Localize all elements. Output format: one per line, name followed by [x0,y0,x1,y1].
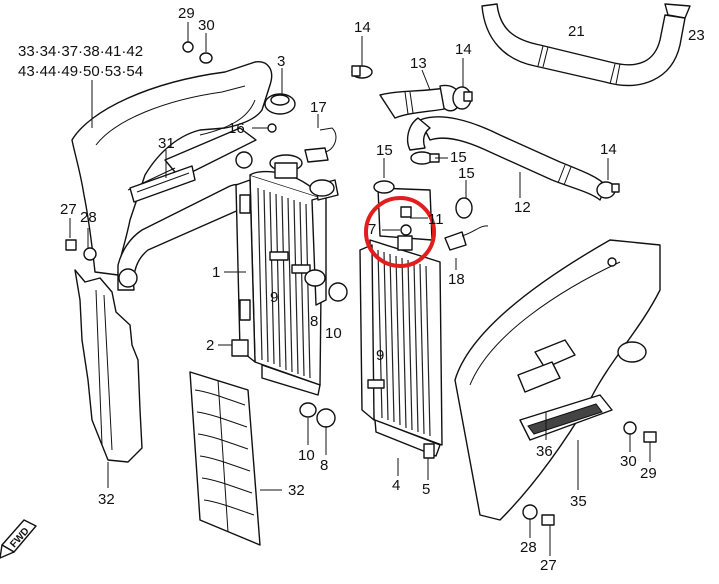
callout-10-b: 10 [298,447,315,464]
clamp-15-a [410,151,440,165]
callout-29-right: 29 [640,465,657,482]
grille-32-louvers [194,389,255,516]
callout-14-a: 14 [354,19,371,36]
callout-10-a: 10 [325,325,342,342]
callout-32-left: 32 [98,491,115,508]
callout-13: 13 [410,55,427,72]
callout-2: 2 [206,337,214,354]
guard-32-left [74,269,143,463]
callout-14-b: 14 [455,41,472,58]
callout-9-b: 9 [376,347,384,364]
radiator-right [359,180,443,457]
callout-29-top: 29 [178,5,195,22]
callout-30-right: 30 [620,453,637,470]
bolt-11 [397,206,413,251]
hardware-left-27-28 [65,239,97,261]
callout-8-a: 8 [310,313,318,330]
callout-11: 11 [428,211,444,228]
callout-labels: 29 30 33·34·37·38·41·42 43·44·49·50·53·5… [18,5,705,574]
callout-7: 7 [368,221,376,238]
mount-hardware-left [269,251,348,302]
callout-28-left: 28 [80,209,97,226]
mount-hardware-right [299,379,385,428]
radiator-left-fins [257,187,311,379]
callout-17: 17 [310,99,327,116]
clamp-14-top [351,65,373,79]
hose-21 [481,3,691,86]
callout-16: 16 [228,120,245,137]
callout-28-bottom: 28 [520,539,537,556]
callout-32-right: 32 [288,482,305,499]
callout-15-a: 15 [376,142,393,159]
bolt-5 [423,443,435,459]
sensor-18 [444,225,489,251]
sensor-17 [304,127,337,163]
callout-36: 36 [536,443,553,460]
callout-12: 12 [514,199,531,216]
callout-23: 23 [688,27,705,44]
clamp-15-b [455,197,473,219]
fwd-arrow: FWD [0,519,37,559]
plate-31 [129,165,196,203]
callout-refs-line2: 43·44·49·50·53·54 [18,63,143,80]
side-shroud-35 [454,239,661,521]
callout-18: 18 [448,271,465,288]
hardware-right-29-30 [623,421,657,443]
shroud-assembly-top [71,61,273,276]
callout-21: 21 [568,23,585,40]
callout-8-b: 8 [320,457,328,474]
callout-15-c: 15 [458,165,475,182]
callout-14-c: 14 [600,141,617,158]
callout-3: 3 [277,53,285,70]
callout-27-bottom: 27 [540,557,557,574]
callout-15-b: 15 [450,149,467,166]
highlight-circle [364,196,436,268]
callout-27-left: 27 [60,201,77,218]
bolt-16 [267,123,277,133]
callout-5: 5 [422,481,430,498]
radiator-cap-3 [264,93,303,179]
callout-30-top: 30 [198,17,215,34]
hardware-top-29-30 [182,41,213,64]
callout-1: 1 [212,264,220,281]
radiator-right-fins [377,249,431,437]
callout-4: 4 [392,477,400,494]
bracket-2 [231,339,249,357]
callout-35: 35 [570,493,587,510]
callout-9-a: 9 [270,289,278,306]
leader-lines [69,22,651,556]
callout-31: 31 [158,135,175,152]
hose-13 [379,84,461,119]
clamp-14-right [596,181,620,199]
grille-32-right [189,371,261,546]
clamp-14-mid [452,86,473,110]
hardware-bottom-27-28 [522,504,555,526]
callout-refs-line1: 33·34·37·38·41·42 [18,43,143,60]
